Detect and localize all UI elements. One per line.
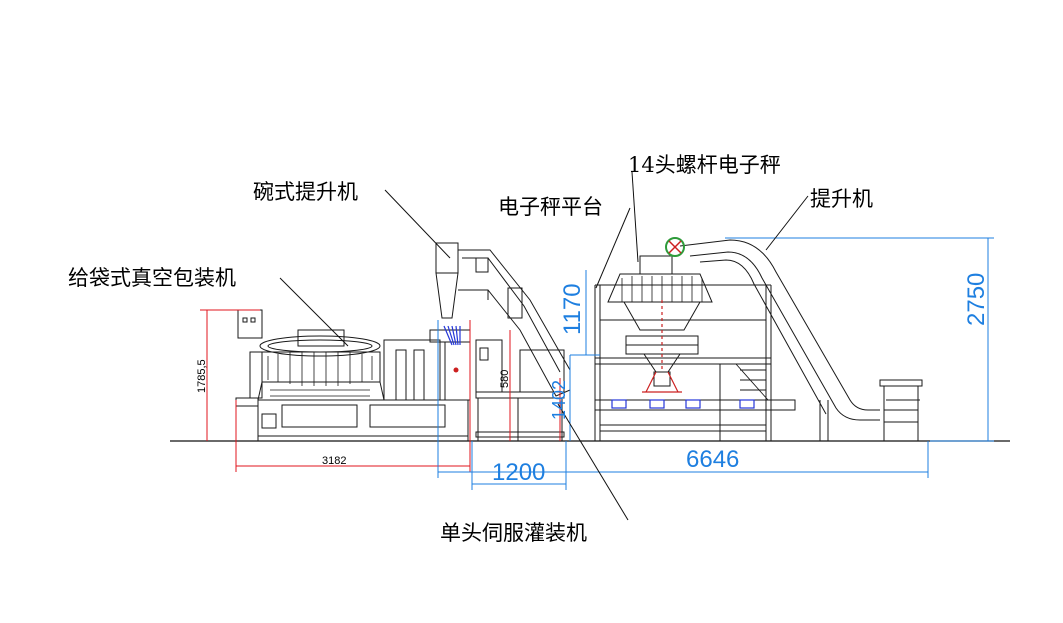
dim-platform-height: 1170 [559, 283, 586, 335]
dim-filler-sub-a: 580 [499, 370, 511, 388]
incline-elevator-machine [679, 239, 923, 441]
scale-platform-structure [594, 284, 796, 441]
multihead-weigher [607, 255, 713, 387]
dim-filler-length: 1200 [492, 459, 545, 486]
label-bowl-elevator: 碗式提升机 [253, 180, 358, 204]
dim-height-total: 2750 [963, 273, 990, 326]
leader-lines [279, 171, 809, 521]
conveyor-blue-cups [611, 399, 755, 409]
label-screw-scale-14: 14头螺杆电子秤 [628, 153, 781, 177]
elevator-head-green-marker [665, 237, 685, 257]
label-elevator: 提升机 [810, 187, 873, 211]
label-scale-platform: 电子秤平台 [498, 195, 603, 219]
dim-filler-sub-b: 1402 [549, 380, 569, 420]
bag-vacuum-packer-machine [235, 309, 471, 441]
dim-length-total: 6646 [686, 446, 739, 473]
packer-blue-funnel [443, 325, 461, 346]
elevator-head-red-marker [668, 240, 682, 254]
servo-filler-machine [475, 339, 565, 441]
label-servo-filler: 单头伺服灌装机 [440, 521, 587, 545]
weigher-red-chute [642, 300, 682, 393]
dim-packer-height: 1785,5 [196, 359, 208, 393]
label-bag-vacuum-packer: 给袋式真空包装机 [68, 266, 236, 290]
dimension-lines [200, 237, 994, 490]
dim-packer-length: 3182 [322, 455, 346, 467]
